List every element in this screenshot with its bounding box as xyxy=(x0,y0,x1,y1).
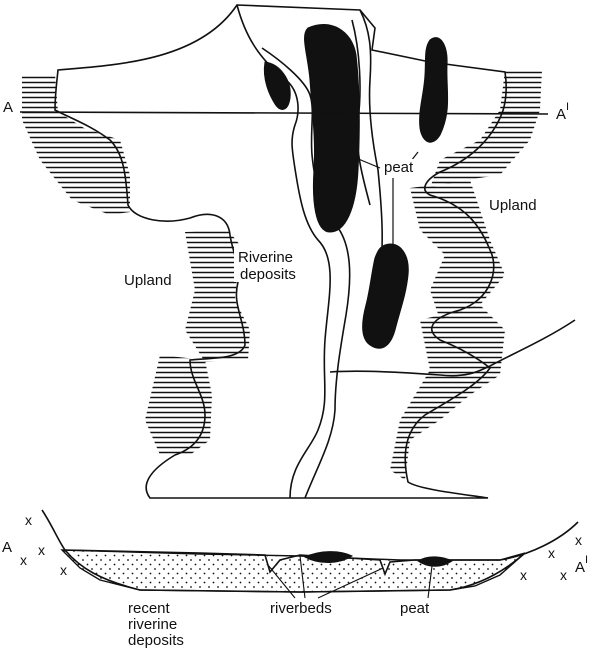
svg-text:x: x xyxy=(25,512,32,528)
channel-right xyxy=(359,9,383,291)
upland-hatch-right-low xyxy=(390,305,505,480)
recent-deposits-line2: riverine xyxy=(128,616,177,633)
svg-text:x: x xyxy=(520,567,527,583)
upland-hatch-left-mid xyxy=(185,230,250,362)
upland-hatch-right-mid xyxy=(410,180,505,320)
svg-text:x: x xyxy=(20,552,27,568)
section-peat-lens-1 xyxy=(303,551,353,563)
cross-section: x x x x x x x x A AI recent riverine dep… xyxy=(2,509,588,649)
svg-text:x: x xyxy=(60,562,67,578)
section-line xyxy=(19,111,549,115)
upland-label-right: Upland xyxy=(489,197,537,214)
section-base xyxy=(64,549,526,593)
peat-body-large xyxy=(304,23,360,233)
tributary xyxy=(329,319,576,377)
svg-text:x: x xyxy=(560,567,567,583)
peat-body-upper-right xyxy=(419,37,449,143)
section-end-label: AI xyxy=(556,101,569,123)
svg-text:x: x xyxy=(38,542,45,558)
recent-deposits-line3: deposits xyxy=(128,632,184,649)
section-markers-left: x x x x xyxy=(20,512,67,578)
riverine-label-line1: Riverine xyxy=(238,249,293,266)
upland-hatch-right xyxy=(430,70,542,188)
plan-map: A AI peat Upland Upland Riverine deposit… xyxy=(3,4,576,499)
peat-label-section: peat xyxy=(400,600,430,617)
riverine-label-line2: deposits xyxy=(240,266,296,283)
upland-hatch-left-low xyxy=(145,355,212,455)
upland-label-left: Upland xyxy=(124,272,172,289)
recent-deposits-line1: recent xyxy=(128,600,171,617)
peat-label-map: peat xyxy=(384,159,414,176)
river-right-bank xyxy=(261,47,351,499)
section-peat-lens-2 xyxy=(417,556,453,567)
svg-text:x: x xyxy=(575,532,582,548)
svg-text:x: x xyxy=(548,545,555,561)
section-start-label-bottom: A xyxy=(2,539,12,556)
riverbeds-label: riverbeds xyxy=(270,600,332,617)
peat-body-lower xyxy=(362,243,409,349)
section-markers-right: x x x x xyxy=(520,532,582,583)
upland-hatch-left xyxy=(22,74,130,215)
peat-body-small xyxy=(263,61,291,110)
section-ground-surface xyxy=(41,509,579,577)
riverine-deposits-area xyxy=(54,4,507,499)
section-start-label: A xyxy=(3,99,13,116)
section-end-label-bottom: AI xyxy=(575,554,588,576)
peat-leader-left xyxy=(355,157,381,169)
